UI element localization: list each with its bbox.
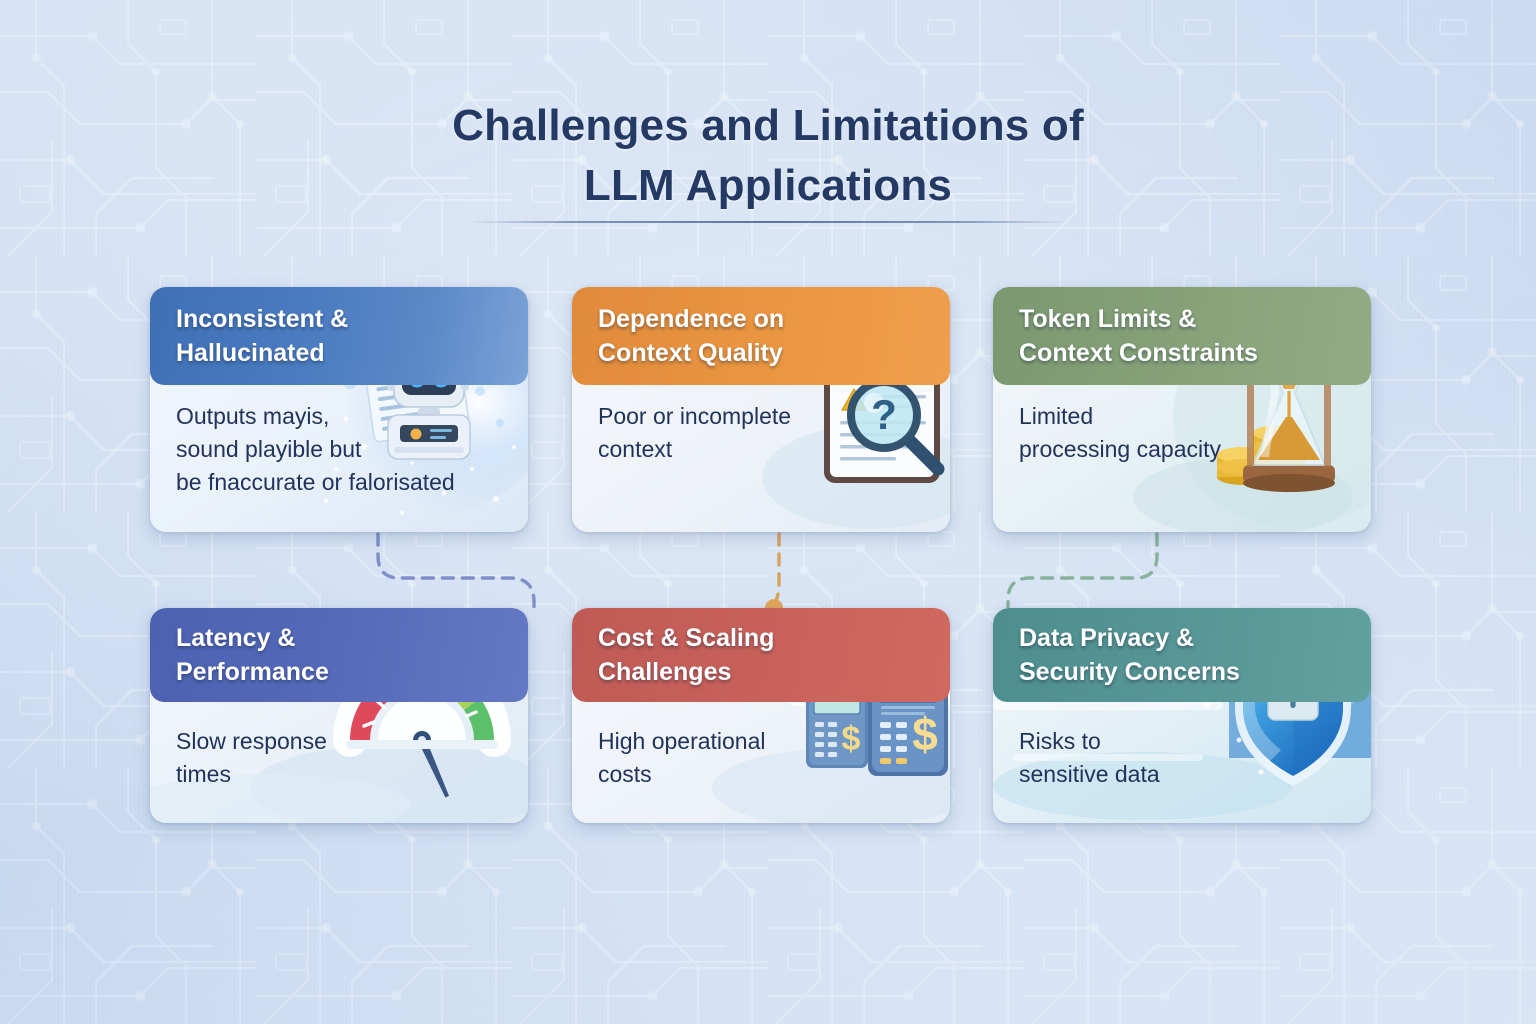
card-header-cost-scaling-challenges: Cost & Scaling Challenges — [572, 608, 950, 702]
connector-blue — [376, 532, 536, 616]
page-title-line-1: Challenges and Limitations of — [452, 101, 1084, 150]
card-title-cost-scaling-challenges: Cost & Scaling Challenges — [598, 624, 775, 686]
card-header-token-limits-context-constraints: Token Limits & Context Constraints — [993, 287, 1371, 385]
card-title-token-limits-context-constraints: Token Limits & Context Constraints — [1019, 305, 1258, 367]
card-latency-performance[interactable]: Latency & Performance Slow response time… — [150, 608, 528, 823]
card-data-privacy-security-concerns[interactable]: 01001101 11010010 — [993, 608, 1371, 823]
card-body-data-privacy-security-concerns: Risks to sensitive data — [1019, 728, 1160, 787]
card-title-inconsistent-hallucinated: Inconsistent & Hallucinated — [176, 305, 349, 367]
svg-text:$: $ — [912, 708, 938, 760]
page-title: Challenges and Limitations of LLM Applic… — [0, 96, 1536, 216]
card-header-data-privacy-security-concerns: Data Privacy & Security Concerns — [993, 608, 1371, 702]
connector-orange — [765, 532, 783, 617]
card-cost-scaling-challenges[interactable]: $ — [572, 608, 950, 823]
card-header-latency-performance: Latency & Performance — [150, 608, 528, 702]
title-divider — [468, 221, 1068, 223]
card-body-cost-scaling-challenges: High operational costs — [598, 728, 766, 787]
card-header-inconsistent-hallucinated: Inconsistent & Hallucinated — [150, 287, 528, 385]
card-header-dependence-on-context-quality: Dependence on Context Quality — [572, 287, 950, 385]
connector-green — [1006, 532, 1159, 616]
card-title-dependence-on-context-quality: Dependence on Context Quality — [598, 305, 785, 367]
card-body-latency-performance: Slow response times — [176, 728, 327, 787]
card-body-token-limits-context-constraints: Limited processing capacity — [1019, 403, 1221, 462]
svg-text:$: $ — [842, 720, 861, 758]
card-title-data-privacy-security-concerns: Data Privacy & Security Concerns — [1019, 624, 1240, 686]
card-dependence-on-context-quality[interactable]: ? Dependence on Context Quality Poor or … — [572, 287, 950, 532]
card-inconsistent-hallucinated[interactable]: Inconsistent & Hallucinated Outputs mayi… — [150, 287, 528, 532]
card-body-inconsistent-hallucinated: Outputs mayis, sound playible but be fna… — [176, 403, 455, 495]
card-body-dependence-on-context-quality: Poor or incomplete context — [598, 403, 792, 462]
card-token-limits-context-constraints[interactable]: Token Limits & Context Constraints Limit… — [993, 287, 1371, 532]
card-title-latency-performance: Latency & Performance — [176, 624, 329, 686]
svg-text:?: ? — [871, 391, 897, 438]
page-title-line-2: LLM Applications — [583, 161, 953, 210]
